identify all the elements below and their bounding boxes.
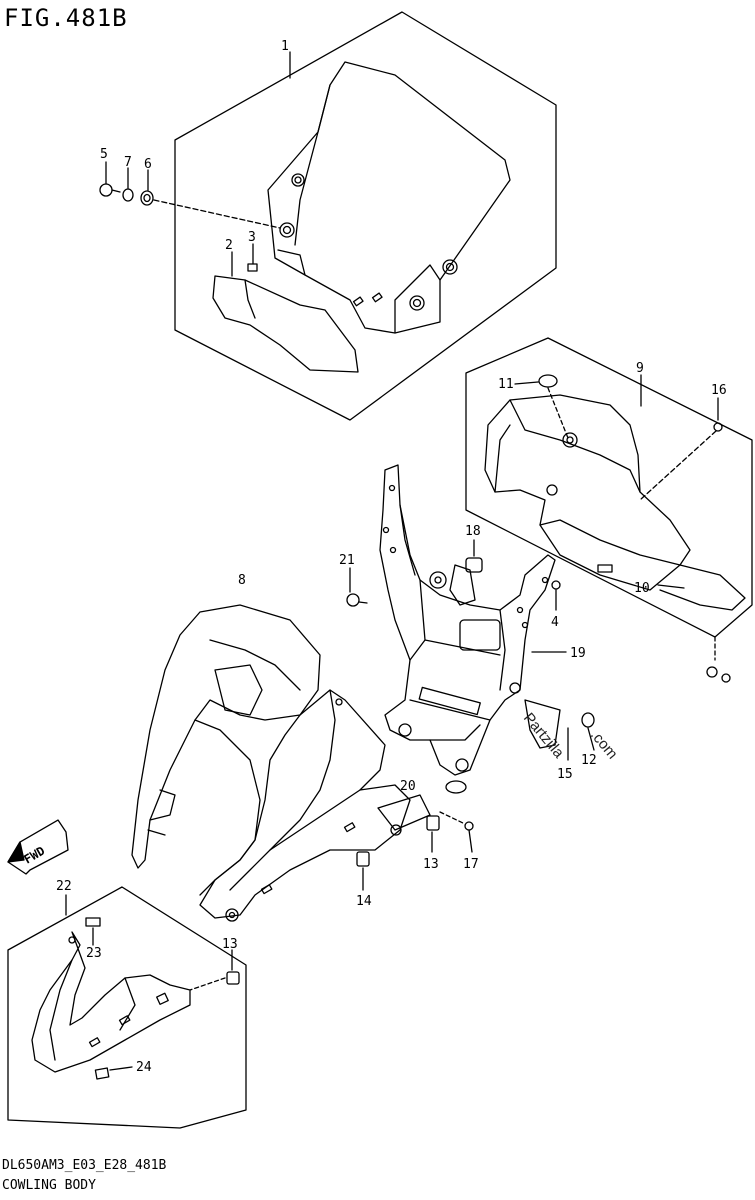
windscreen-group-box [174, 11, 557, 421]
washer-7 [122, 188, 134, 202]
callout-15: 15 [557, 767, 573, 782]
clip-13b [226, 971, 240, 985]
screw-17 [464, 821, 474, 831]
callout-20: 20 [400, 779, 416, 794]
callout-7: 7 [124, 155, 132, 170]
callout-8: 8 [238, 573, 246, 588]
side-cowling [131, 604, 321, 869]
callout-5: 5 [100, 147, 108, 162]
callout-1: 1 [281, 39, 289, 54]
mounting-frame [379, 464, 556, 776]
clip-13 [426, 815, 440, 831]
callout-4: 4 [551, 615, 559, 630]
clip-18 [465, 557, 483, 573]
nut-12 [581, 712, 595, 728]
front-cover-group-box [7, 886, 247, 1129]
callout-23: 23 [86, 946, 102, 961]
callout-19: 19 [570, 646, 586, 661]
callout-13: 13 [423, 857, 439, 872]
figure-code: DL650AM3_E03_E28_481B [2, 1158, 167, 1173]
callout-12: 12 [581, 753, 597, 768]
callout-16: 16 [711, 383, 727, 398]
callout-14: 14 [356, 894, 372, 909]
nut-14 [356, 851, 370, 867]
windscreen [267, 61, 511, 334]
meter-panel-group-box [465, 337, 753, 638]
figure-title: FIG.481B [4, 4, 128, 32]
grommet-11 [538, 374, 558, 388]
front-cover [31, 931, 191, 1073]
callout-11: 11 [498, 377, 514, 392]
inner-panel [212, 275, 359, 373]
screw-4 [551, 580, 561, 590]
cushion-24 [94, 1067, 110, 1080]
callout-9: 9 [636, 361, 644, 376]
callout-6: 6 [144, 157, 152, 172]
bolt-21 [346, 593, 360, 607]
figure-name: COWLING BODY [2, 1178, 96, 1193]
callout-3: 3 [248, 230, 256, 245]
callout-24: 24 [136, 1060, 152, 1075]
callout-10: 10 [634, 581, 650, 596]
callout-21: 21 [339, 553, 355, 568]
callout-22: 22 [56, 879, 72, 894]
screw-5 [99, 183, 113, 197]
screw-13 [390, 824, 402, 836]
cushion-23 [85, 917, 101, 927]
meter-panel [484, 394, 691, 591]
watermark-brand: Partzilla [520, 710, 568, 762]
screw-16 [713, 422, 723, 432]
lower-cowling [199, 689, 411, 919]
grommet-20 [445, 780, 467, 794]
callout-17: 17 [463, 857, 479, 872]
callout-13-front: 13 [222, 937, 238, 952]
callout-2: 2 [225, 238, 233, 253]
nut-6 [140, 190, 154, 206]
callout-18: 18 [465, 524, 481, 539]
